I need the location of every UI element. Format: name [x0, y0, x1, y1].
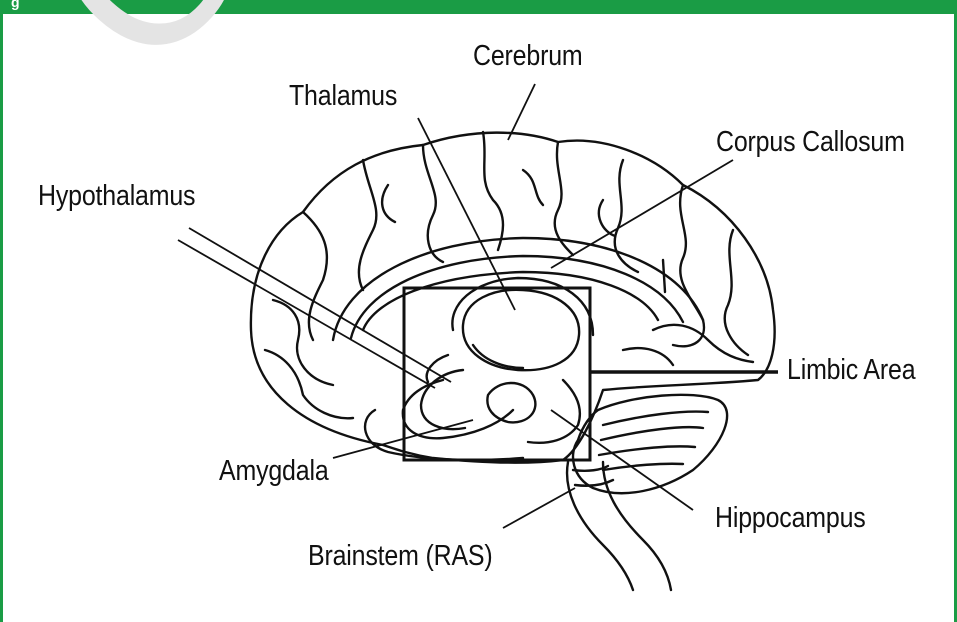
brainstem-outline	[567, 462, 633, 590]
hypothalamus-leader-2	[178, 240, 435, 388]
label-corpus-callosum: Corpus Callosum	[716, 126, 905, 159]
label-thalamus: Thalamus	[289, 80, 397, 113]
cerebrum-leader	[508, 84, 535, 140]
brainstem-leader	[503, 488, 575, 528]
label-amygdala: Amygdala	[219, 455, 329, 488]
label-brainstem: Brainstem (RAS)	[308, 540, 493, 573]
corpus-callosum-leader	[551, 160, 733, 268]
thalamus-shape	[463, 290, 579, 370]
hypothalamus-leader-1	[189, 228, 451, 382]
label-hypothalamus: Hypothalamus	[38, 180, 195, 213]
limbic-area-box	[404, 288, 590, 460]
label-cerebrum: Cerebrum	[473, 40, 583, 73]
label-limbic-area: Limbic Area	[787, 354, 915, 387]
label-hippocampus: Hippocampus	[715, 502, 866, 535]
